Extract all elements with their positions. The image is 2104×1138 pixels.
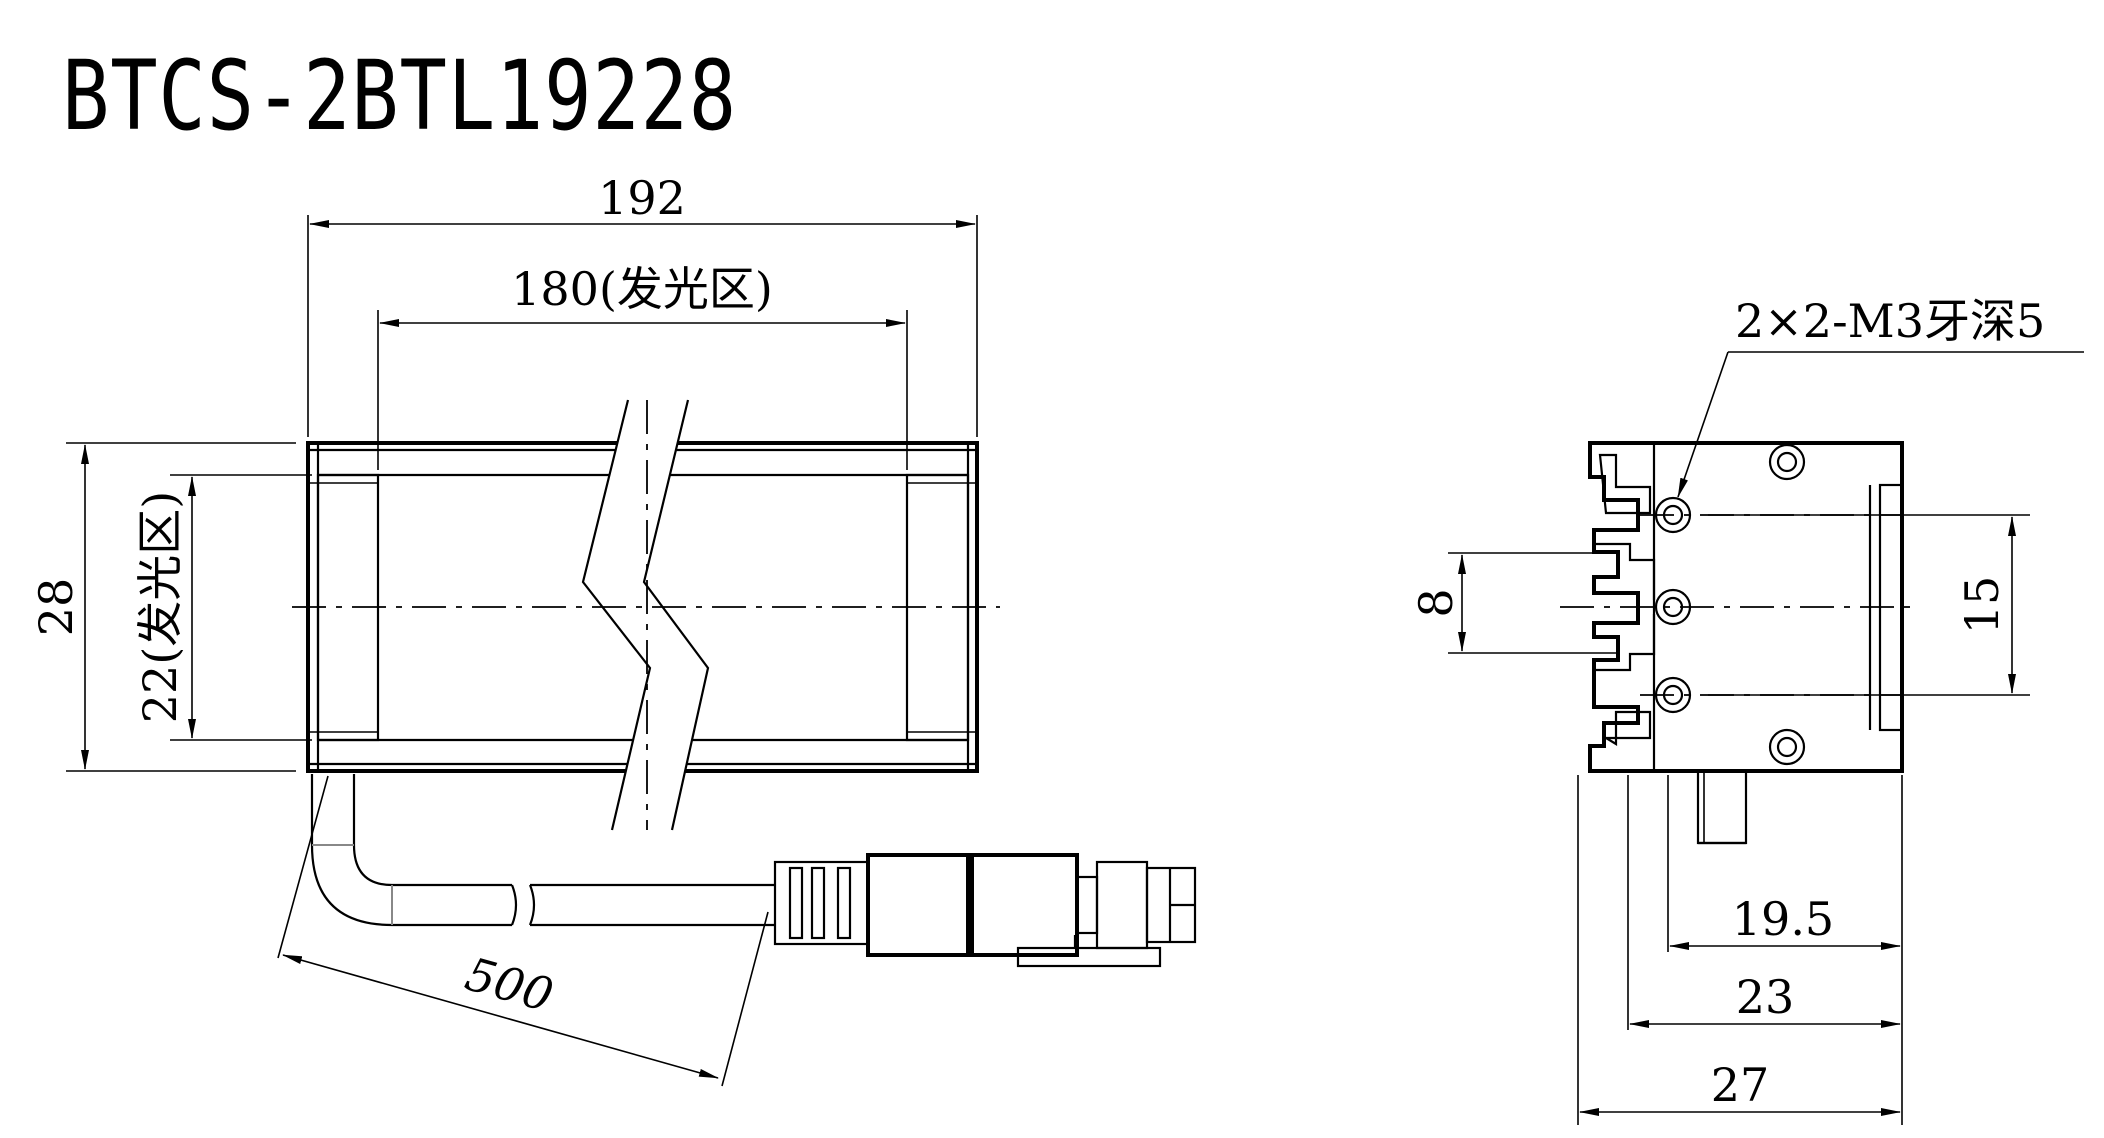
dim-depth-23: 23 bbox=[1736, 970, 1795, 1024]
side-view: 2×2-M3牙深5 8 15 19.5 23 27 bbox=[1409, 294, 2084, 1125]
front-view: 192 180(发光区) 28 22(发光区) bbox=[29, 171, 1197, 1087]
thread-note: 2×2-M3牙深5 bbox=[1735, 294, 2045, 348]
dim-cable-length: 500 bbox=[460, 947, 559, 1023]
dim-depth-19-5: 19.5 bbox=[1732, 892, 1834, 946]
dim-length-total: 192 bbox=[598, 171, 686, 225]
screw-top bbox=[1768, 443, 1806, 481]
profile-outline bbox=[1588, 441, 1904, 773]
dim-hole-spacing-large: 15 bbox=[1955, 576, 2009, 635]
model-title: BTCS-2BTL19228 bbox=[62, 40, 737, 152]
connector bbox=[773, 853, 1197, 968]
dim-hole-spacing-small: 8 bbox=[1409, 588, 1463, 617]
cable-exit bbox=[1696, 769, 1748, 845]
cable bbox=[310, 774, 775, 927]
break-line-right bbox=[642, 399, 710, 831]
dim-length-emitting: 180(发光区) bbox=[511, 262, 773, 316]
dim-height-total: 28 bbox=[29, 578, 83, 637]
dim-depth-27: 27 bbox=[1711, 1058, 1770, 1112]
screw-bottom bbox=[1768, 728, 1806, 766]
break-line-left bbox=[581, 399, 652, 831]
dim-height-emitting: 22(发光区) bbox=[133, 491, 187, 723]
